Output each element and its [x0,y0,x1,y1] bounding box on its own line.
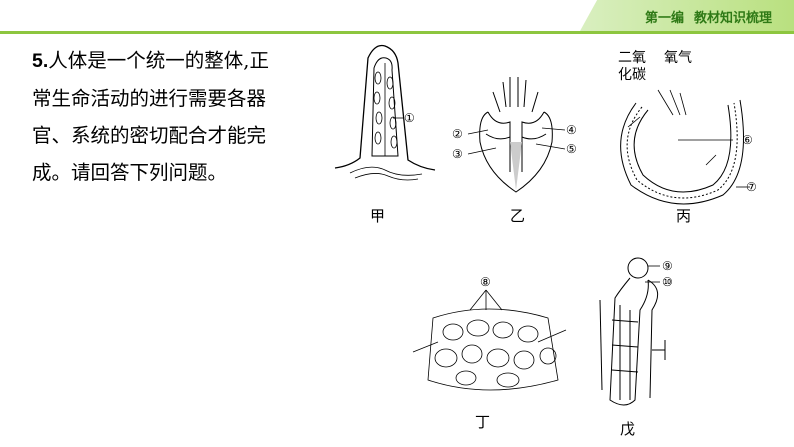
header-tab [580,0,794,31]
figure-wu-nephron: ⑨ ⑩ [590,250,700,415]
figure-jia-villus: ① [330,38,440,188]
label-1: ① [404,111,415,125]
header-breadcrumb: 第一编教材知识梳理 [635,7,772,26]
top-banner: 第一编教材知识梳理 [0,0,794,34]
question-text: 5.人体是一个统一的整体,正常生命活动的进行需要各器官、系统的密切配合才能完成。… [32,42,272,191]
label-10: ⑩ [662,275,673,289]
gas-o2-label: 氧气 [664,50,692,66]
gas-co2-label: 二氧化碳 [618,50,646,83]
figure-ding-tissue: ⑧ [408,270,568,400]
caption-jia: 甲 [370,207,386,225]
label-6: ⑥ [742,133,753,147]
label-7: ⑦ [746,180,757,194]
label-2: ② [452,127,463,141]
caption-ding: 丁 [475,413,491,431]
header-title: 教材知识梳理 [693,11,772,26]
label-3: ③ [452,147,463,161]
question-number: 5. [32,50,49,72]
figure-bing-alveolus: ⑥ ⑦ [618,85,768,205]
label-9: ⑨ [662,259,673,273]
header-section: 第一编 [644,11,684,26]
caption-wu: 戊 [620,420,636,438]
label-4: ④ [566,123,577,137]
caption-yi: 乙 [510,207,526,225]
header-divider [0,31,794,34]
label-8: ⑧ [480,275,491,289]
label-5: ⑤ [566,142,577,156]
caption-bing: 丙 [676,207,692,225]
question-body: 人体是一个统一的整体,正常生命活动的进行需要各器官、系统的密切配合才能完成。请回… [32,49,269,184]
figure-yi-heart: ② ③ ④ ⑤ [448,72,588,197]
